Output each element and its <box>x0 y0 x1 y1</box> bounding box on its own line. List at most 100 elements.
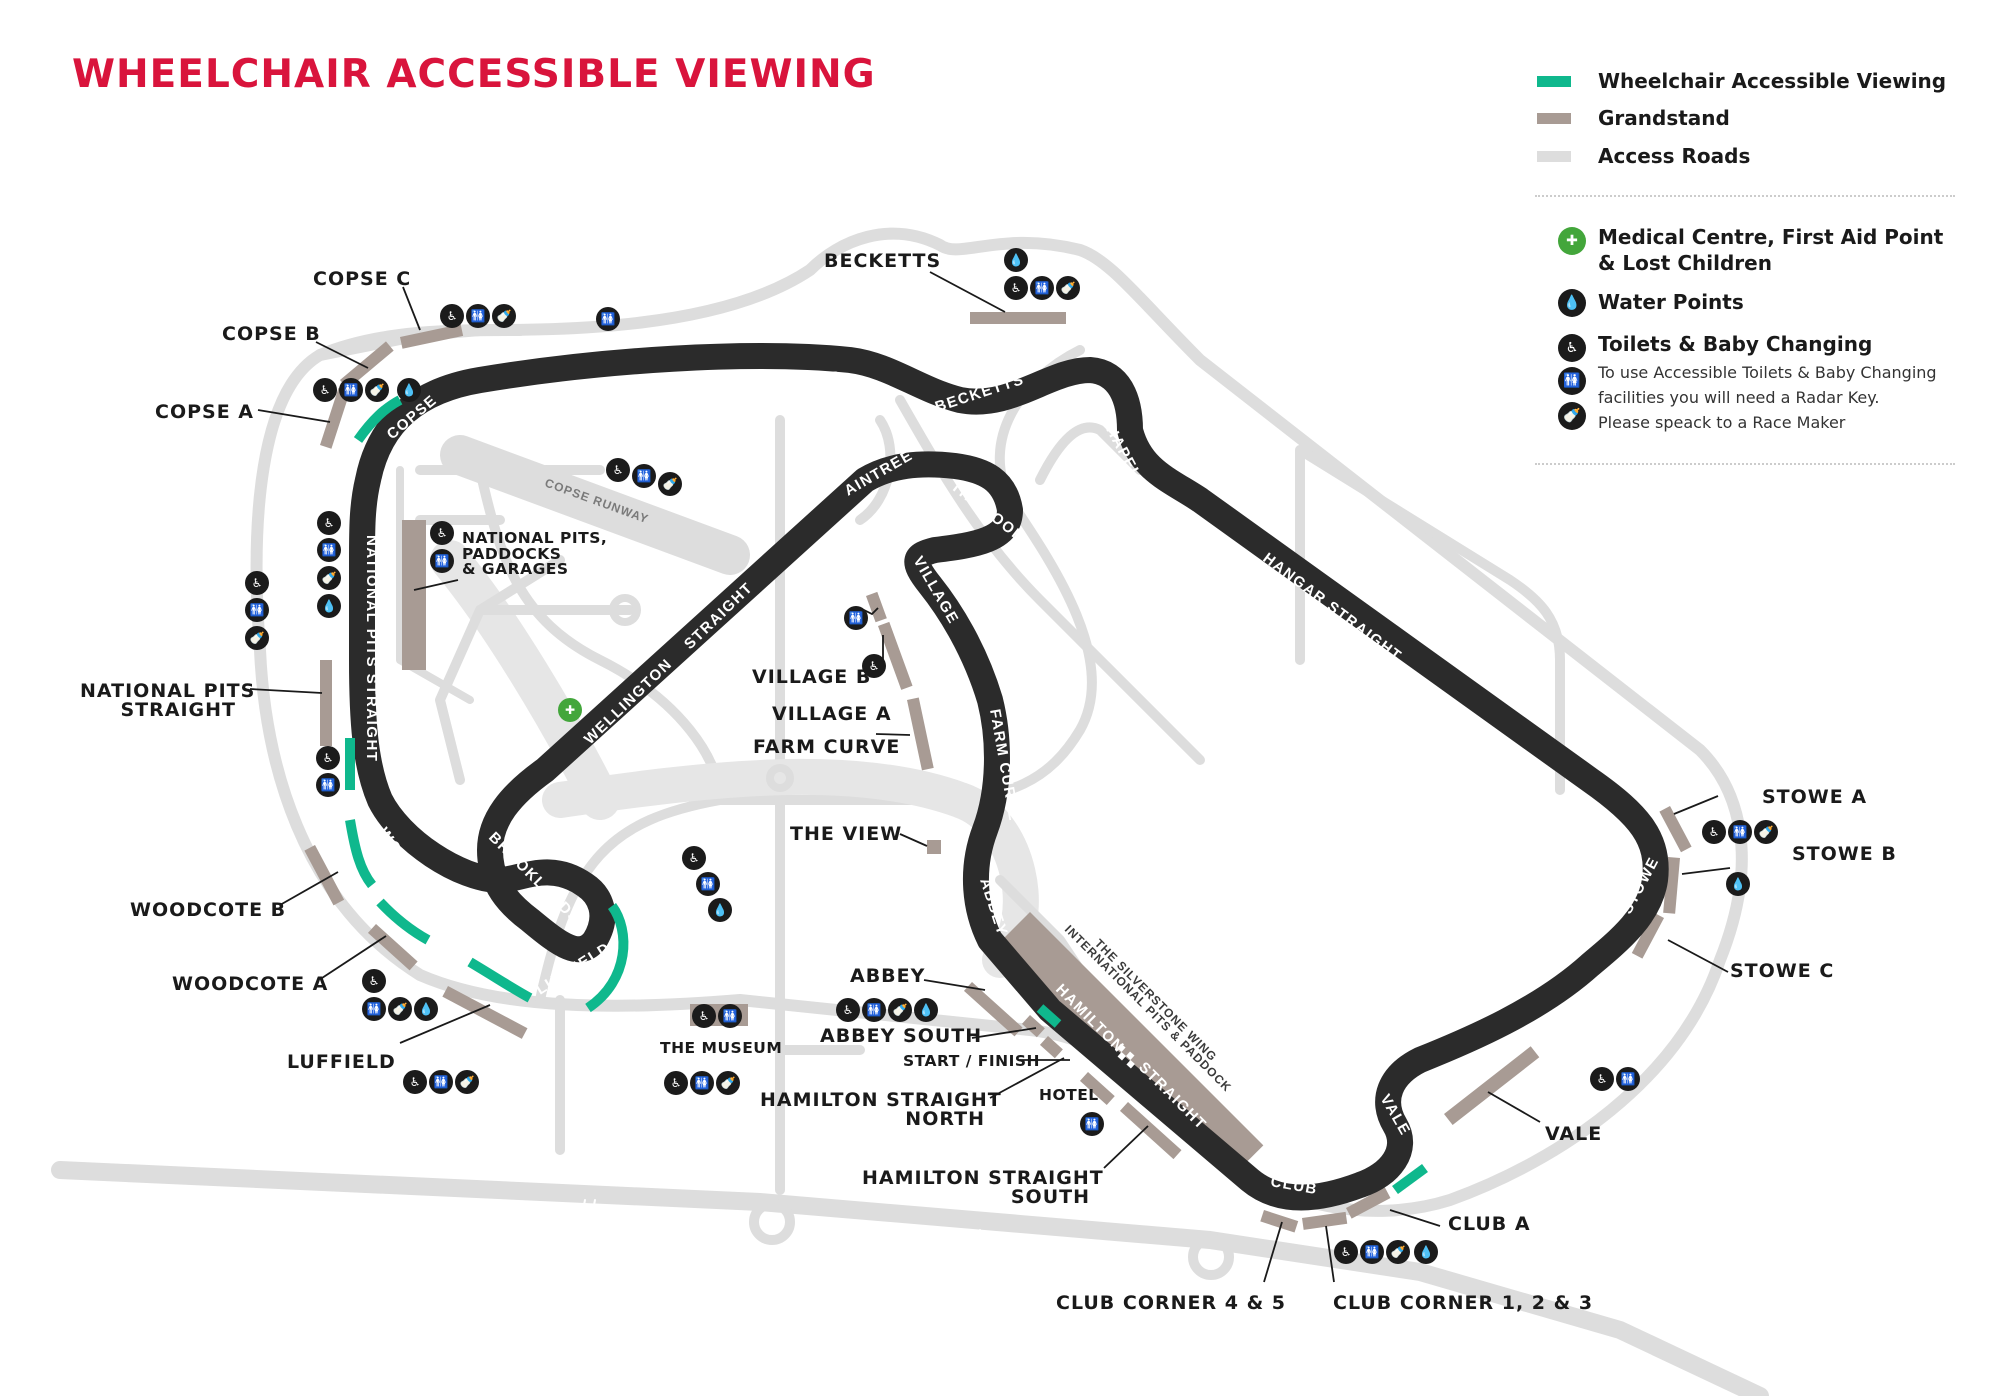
toilet-icon: 🚻 <box>1558 367 1586 395</box>
grandstand-woodcote-b <box>304 844 345 906</box>
toilet-icon: 🚻 <box>362 997 386 1021</box>
grandstand-becketts <box>970 312 1066 324</box>
water-drop-icon: 💧 <box>914 998 938 1022</box>
label-hotel: HOTEL <box>1039 1086 1099 1104</box>
legend-label-wheelchair: Wheelchair Accessible Viewing <box>1598 69 1947 93</box>
label-copse-c: COPSE C <box>313 268 412 290</box>
race-track <box>349 343 1669 1211</box>
water-drop-icon: 💧 <box>708 898 732 922</box>
toilet-icon: 🚻 <box>317 538 341 562</box>
wheelchair-viewing-areas <box>345 395 1428 1195</box>
toilet-icon: 🚻 <box>1616 1067 1640 1091</box>
label-abbey: ABBEY <box>850 965 926 987</box>
grandstand-hamilton-south <box>1119 1102 1182 1160</box>
wheelchair-icon: ♿ <box>682 846 706 870</box>
baby-changing-icon: 🍼 <box>388 997 412 1021</box>
label-copse-a: COPSE A <box>155 401 255 423</box>
wheelchair-viewing-woodcote-1 <box>345 819 377 889</box>
label-club-corner-45: CLUB CORNER 4 & 5 <box>1056 1292 1286 1314</box>
baby-changing-icon: 🍼 <box>1754 820 1778 844</box>
label-national-pits: NATIONAL PITS, PADDOCKS & GARAGES <box>462 529 608 578</box>
label-village-b: VILLAGE B <box>752 666 872 688</box>
grandstand-stowe-a <box>1659 805 1692 853</box>
grandstand-woodcote-a <box>367 924 418 971</box>
inner-road-h <box>1035 422 1145 485</box>
main-highway <box>51 1161 1769 1396</box>
grandstand-hamilton-north-1 <box>1039 1036 1063 1059</box>
wheelchair-icon: ♿ <box>664 1071 688 1095</box>
inner-road-m <box>555 995 865 1155</box>
grandstands <box>304 312 1692 1233</box>
grandstand-village-b <box>866 591 887 623</box>
toilet-icon: 🚻 <box>245 598 269 622</box>
legend-label-water: Water Points <box>1598 290 1744 314</box>
toilet-icon: 🚻 <box>316 773 340 797</box>
baby-changing-icon: 🍼 <box>1056 276 1080 300</box>
medical-cross-icon: ✚ <box>558 698 582 722</box>
toilet-icon: 🚻 <box>718 1004 742 1028</box>
toilet-icon: 🚻 <box>1080 1112 1104 1136</box>
grandstand-vale <box>1444 1046 1540 1126</box>
legend-divider-1 <box>1535 195 1955 197</box>
wheelchair-icon: ♿ <box>313 378 337 402</box>
baby-changing-icon: 🍼 <box>1558 402 1586 430</box>
inner-road-copse <box>314 324 526 361</box>
grandstand-the-view <box>927 840 941 854</box>
roundabout-inner <box>609 594 641 626</box>
roundabout-south <box>766 764 794 792</box>
toilet-icon: 🚻 <box>1728 820 1752 844</box>
label-hamilton-south: HAMILTON STRAIGHT SOUTH <box>862 1167 1104 1208</box>
grandstand-copse-a <box>320 387 350 449</box>
grandstand-copse-b <box>339 341 394 390</box>
track-label-hangar-straight: HANGAR STRAIGHT <box>1260 550 1405 665</box>
legend-swatch-access-roads <box>1537 151 1571 162</box>
grandstand-abbey <box>963 982 1023 1037</box>
wheelchair-icon: ♿ <box>440 304 464 328</box>
baby-changing-icon: 🍼 <box>365 378 389 402</box>
start-finish-flag <box>1117 1043 1135 1069</box>
label-abbey-south: ABBEY SOUTH <box>820 1025 983 1047</box>
wheelchair-icon: ♿ <box>316 746 340 770</box>
toilet-icon: 🚻 <box>862 998 886 1022</box>
highway-bridge-2 <box>964 1229 981 1256</box>
inner-road-a <box>535 345 1097 1005</box>
medical-cross-icon: ✚ <box>1558 227 1586 255</box>
legend-swatch-grandstand <box>1537 113 1571 124</box>
wheelchair-icon: ♿ <box>862 654 886 678</box>
grandstand-national-pits-straight <box>320 660 332 746</box>
track-label-maggotts: MAGGOTTS <box>743 368 843 402</box>
label-club-corner-123: CLUB CORNER 1, 2 & 3 <box>1333 1292 1594 1314</box>
wheelchair-viewing-luffield <box>467 957 533 1003</box>
page-title: WHEELCHAIR ACCESSIBLE VIEWING <box>72 52 876 97</box>
wheelchair-viewing-vale <box>1392 1163 1428 1195</box>
baby-changing-icon: 🍼 <box>716 1071 740 1095</box>
wheelchair-icon: ♿ <box>403 1070 427 1094</box>
label-hamilton-north: HAMILTON STRAIGHT NORTH <box>760 1089 1002 1130</box>
grandstand-farm-curve <box>907 697 934 771</box>
label-woodcote-a: WOODCOTE A <box>172 973 329 995</box>
grandstand-national-pits <box>402 520 426 670</box>
wheelchair-icon: ♿ <box>1702 820 1726 844</box>
legend-note: To use Accessible Toilets & Baby Changin… <box>1598 363 1937 432</box>
toilet-icon: 🚻 <box>1360 1240 1384 1264</box>
label-farm-curve: FARM CURVE <box>753 736 901 758</box>
label-stowe-b: STOWE B <box>1792 843 1897 865</box>
pit-lane-road <box>396 466 474 704</box>
toilet-icon: 🚻 <box>1030 276 1054 300</box>
grandstand-copse-c <box>400 324 464 349</box>
wheelchair-viewing-copse <box>353 395 403 443</box>
legend-label-medical: Medical Centre, First Aid Point & Lost C… <box>1598 225 1944 275</box>
baby-changing-icon: 🍼 <box>888 998 912 1022</box>
label-the-view: THE VIEW <box>790 823 903 845</box>
baby-changing-icon: 🍼 <box>1386 1240 1410 1264</box>
water-drop-icon: 💧 <box>1558 289 1586 317</box>
wheelchair-icon: ♿ <box>362 969 386 993</box>
highway-bridge-1 <box>579 1199 596 1226</box>
wheelchair-viewing-abbey-south <box>1036 1004 1062 1028</box>
grandstand-village-a <box>878 621 913 690</box>
label-copse-b: COPSE B <box>222 323 321 345</box>
grandstand-club-corner-123 <box>1301 1211 1348 1230</box>
track-label-straight-2: STRAIGHT <box>681 579 757 653</box>
wheelchair-icon: ♿ <box>606 458 630 482</box>
wheelchair-icon: ♿ <box>430 521 454 545</box>
